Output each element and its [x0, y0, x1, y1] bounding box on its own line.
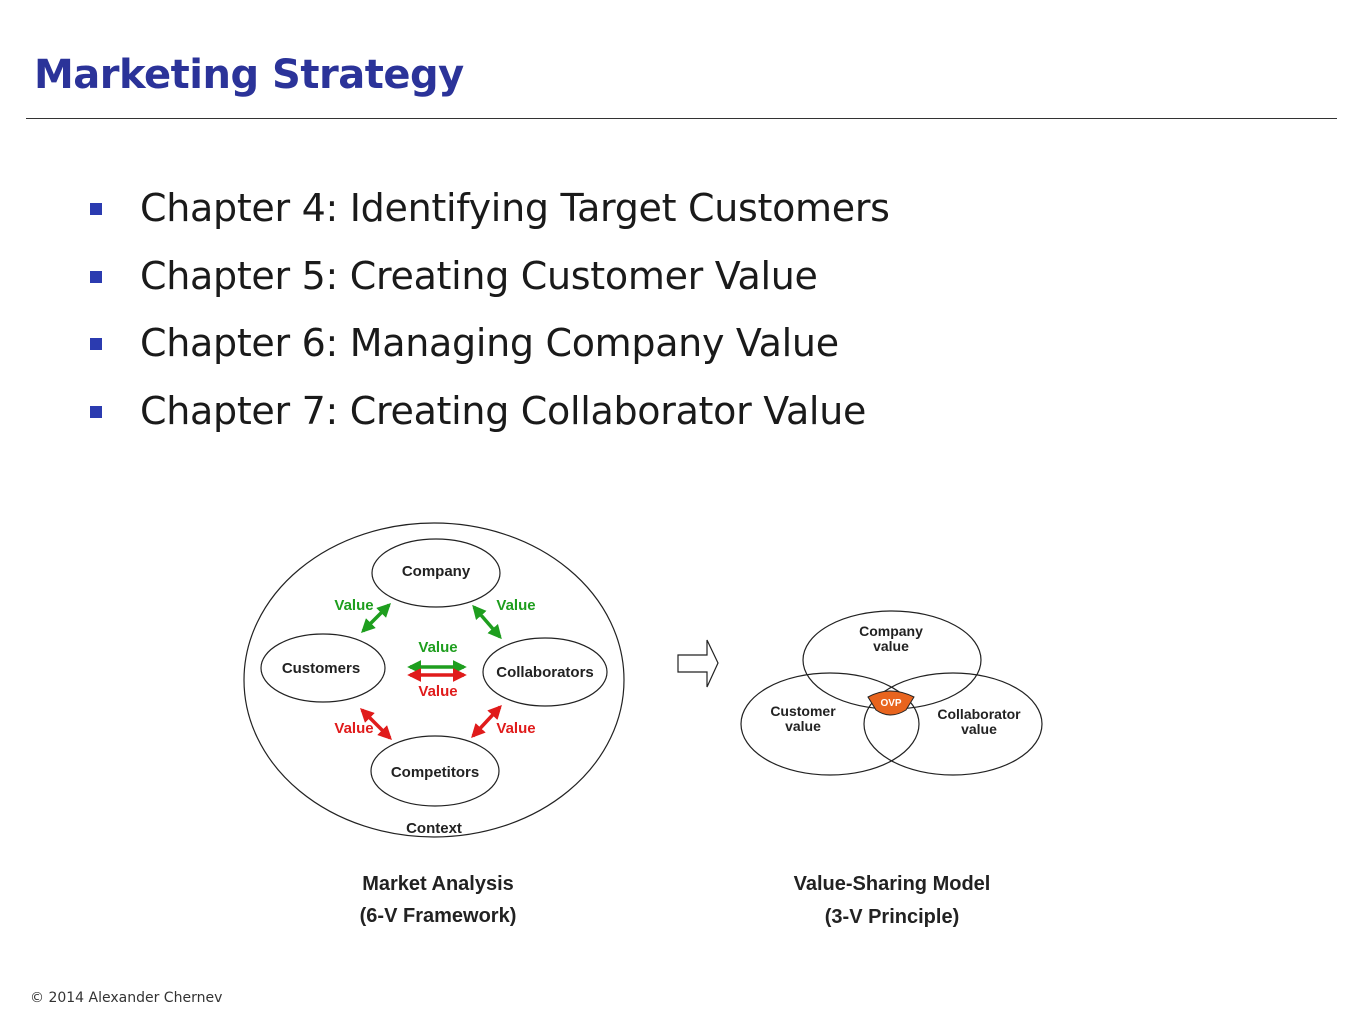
chapter-item: Chapter 6: Managing Company Value [88, 315, 890, 383]
collaborator-value-label: Collaborator [937, 706, 1021, 722]
company-value-label: Company [859, 623, 923, 639]
competitors-label: Competitors [391, 764, 479, 781]
chapter-label: Chapter 4: Identifying Target Customers [140, 186, 890, 230]
value-label: Value [496, 720, 535, 737]
collaborator-competitor-arrow [471, 704, 502, 739]
collaborator-value-circle [863, 672, 1043, 776]
collaborators-label: Collaborators [496, 664, 594, 681]
value-label: Value [496, 597, 535, 614]
value-sharing-diagram: OVP Company value Customer value Collabo… [740, 610, 1043, 928]
page-title: Marketing Strategy [34, 52, 464, 98]
copyright-text: © 2014 Alexander Chernev [30, 990, 223, 1006]
competitors-node [370, 735, 500, 807]
company-label: Company [402, 563, 471, 580]
chapter-item: Chapter 4: Identifying Target Customers [88, 180, 890, 248]
customers-label: Customers [282, 660, 360, 677]
value-sharing-caption: Value-Sharing Model [794, 873, 991, 895]
chapter-list: Chapter 4: Identifying Target Customers … [88, 180, 890, 450]
chapter-label: Chapter 6: Managing Company Value [140, 321, 839, 365]
value-label: Value [334, 597, 373, 614]
bullet-square-icon [90, 203, 102, 215]
market-analysis-caption: Market Analysis [362, 873, 514, 895]
chapter-item: Chapter 7: Creating Collaborator Value [88, 383, 890, 451]
value-label: Value [418, 683, 457, 700]
market-analysis-subcaption: (6-V Framework) [360, 905, 517, 927]
chapter-item: Chapter 5: Creating Customer Value [88, 248, 890, 316]
value-label: Value [418, 639, 457, 656]
company-value-label: value [873, 638, 909, 654]
customers-node [260, 633, 386, 703]
transition-arrow-icon [677, 639, 719, 688]
customer-value-label: value [785, 718, 821, 734]
bullet-square-icon [90, 270, 102, 283]
value-label: Value [334, 720, 373, 737]
ovp-label: OVP [880, 698, 901, 709]
customer-value-label: Customer [770, 703, 836, 719]
context-label: Context [406, 820, 462, 837]
value-sharing-subcaption: (3-V Principle) [825, 906, 959, 928]
company-collaborator-arrow [472, 604, 502, 640]
chapter-label: Chapter 5: Creating Customer Value [140, 253, 818, 298]
title-divider [26, 118, 1337, 119]
collaborator-value-label: value [961, 721, 997, 737]
company-node [371, 538, 501, 608]
chapter-label: Chapter 7: Creating Collaborator Value [140, 388, 867, 433]
bullet-square-icon [90, 338, 102, 350]
bullet-square-icon [90, 405, 102, 418]
customer-value-circle [740, 672, 920, 776]
customer-competitor-arrow [360, 708, 392, 740]
customer-company-arrow [361, 603, 391, 633]
ovp-region [867, 690, 915, 716]
collaborators-node [482, 637, 608, 707]
market-analysis-diagram: Company Customers Collaborators Competit… [243, 522, 625, 927]
